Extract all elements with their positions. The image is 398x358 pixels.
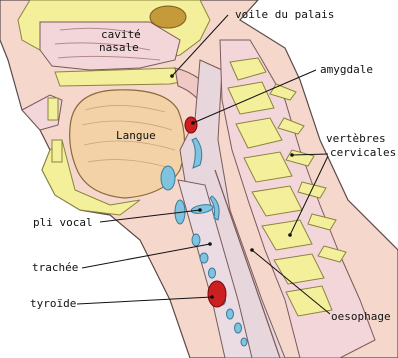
hyoid: [161, 166, 175, 190]
tracheal-ring-6: [235, 323, 242, 333]
leader-thyroid-dot: [210, 295, 214, 299]
lower-tooth: [52, 140, 62, 162]
tracheal-ring-7: [241, 338, 247, 346]
upper-tooth: [48, 98, 58, 120]
label-nasal-cavity-line1: cavité: [101, 28, 141, 41]
tracheal-ring-5: [227, 309, 234, 319]
label-thyroid: tyroïde: [30, 297, 76, 310]
label-vertebrae-line2: cervicales: [330, 146, 396, 159]
label-trachea: trachée: [32, 261, 78, 274]
label-nasal-cavity-line2: nasale: [99, 41, 139, 54]
leader-tonsil-dot: [191, 121, 195, 125]
thyroid-shape: [208, 281, 226, 307]
label-esophagus: oesophage: [331, 310, 391, 323]
label-vertebrae-line1: vertèbres: [326, 132, 386, 145]
tracheal-ring-3: [209, 268, 216, 278]
tracheal-ring-1: [192, 234, 200, 246]
leader-trachea-dot: [208, 242, 212, 246]
tracheal-ring-2: [200, 253, 208, 263]
leader-vertebrae-b-dot: [288, 233, 292, 237]
leader-esophagus-dot: [250, 248, 254, 252]
leader-vertebrae-a-dot: [290, 153, 294, 157]
label-soft-palate: voile du palais: [235, 8, 334, 21]
tonsil-shape: [185, 117, 197, 133]
label-vocal-cord: pli vocal: [33, 216, 93, 229]
sinus: [150, 6, 186, 28]
leader-soft-palate-dot: [170, 74, 174, 78]
leader-vocal-cord-dot: [198, 208, 202, 212]
label-tonsil: amygdale: [320, 63, 373, 76]
label-tongue: Langue: [116, 129, 156, 142]
